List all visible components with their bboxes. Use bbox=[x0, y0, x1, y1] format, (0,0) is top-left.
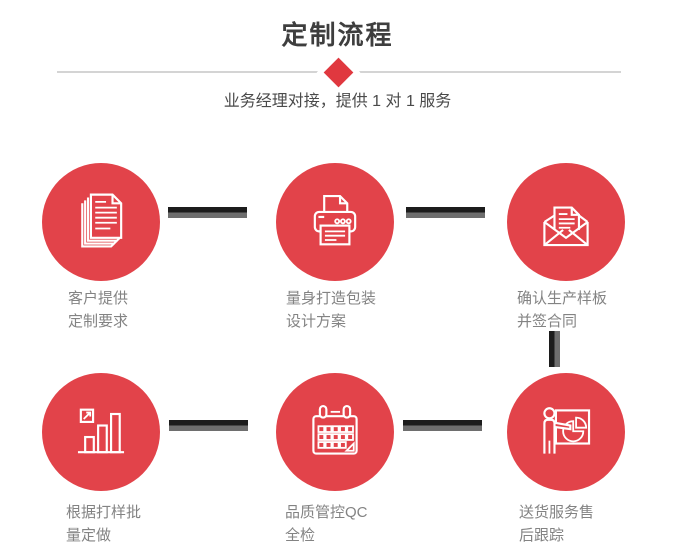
step-label-1: 客户提供 定制要求 bbox=[68, 290, 129, 330]
connector-step3-step6 bbox=[549, 331, 560, 367]
section-subtitle: 业务经理对接，提供 1 对 1 服务 bbox=[223, 93, 452, 110]
step-circle-5 bbox=[276, 373, 394, 491]
connector-step1-step2 bbox=[168, 207, 247, 218]
step-label-4: 根据打样批 量定做 bbox=[66, 504, 142, 544]
connector-step4-step5 bbox=[169, 420, 248, 431]
step-label-2: 量身打造包装 设计方案 bbox=[286, 290, 377, 330]
step-circle-6 bbox=[507, 373, 625, 491]
calendar-icon bbox=[312, 405, 358, 455]
step-circle-3 bbox=[507, 163, 625, 281]
section-title: 定制流程 bbox=[281, 20, 394, 50]
step-circle-2 bbox=[276, 163, 394, 281]
step-circle-1 bbox=[42, 163, 160, 281]
diamond-accent bbox=[323, 57, 354, 88]
step-label-6: 送货服务售 后跟踪 bbox=[519, 504, 595, 544]
step-label-5: 品质管控QC 全检 bbox=[285, 504, 368, 544]
presentation-icon bbox=[543, 407, 591, 454]
step-circle-4 bbox=[42, 373, 160, 491]
bar-chart-icon bbox=[77, 408, 125, 454]
step-label-3: 确认生产样板 并签合同 bbox=[517, 290, 608, 330]
envelope-icon bbox=[543, 206, 589, 247]
connector-step5-step6 bbox=[403, 420, 482, 431]
documents-icon bbox=[81, 193, 123, 248]
connector-step2-step3 bbox=[406, 207, 485, 218]
printer-icon bbox=[313, 195, 357, 246]
